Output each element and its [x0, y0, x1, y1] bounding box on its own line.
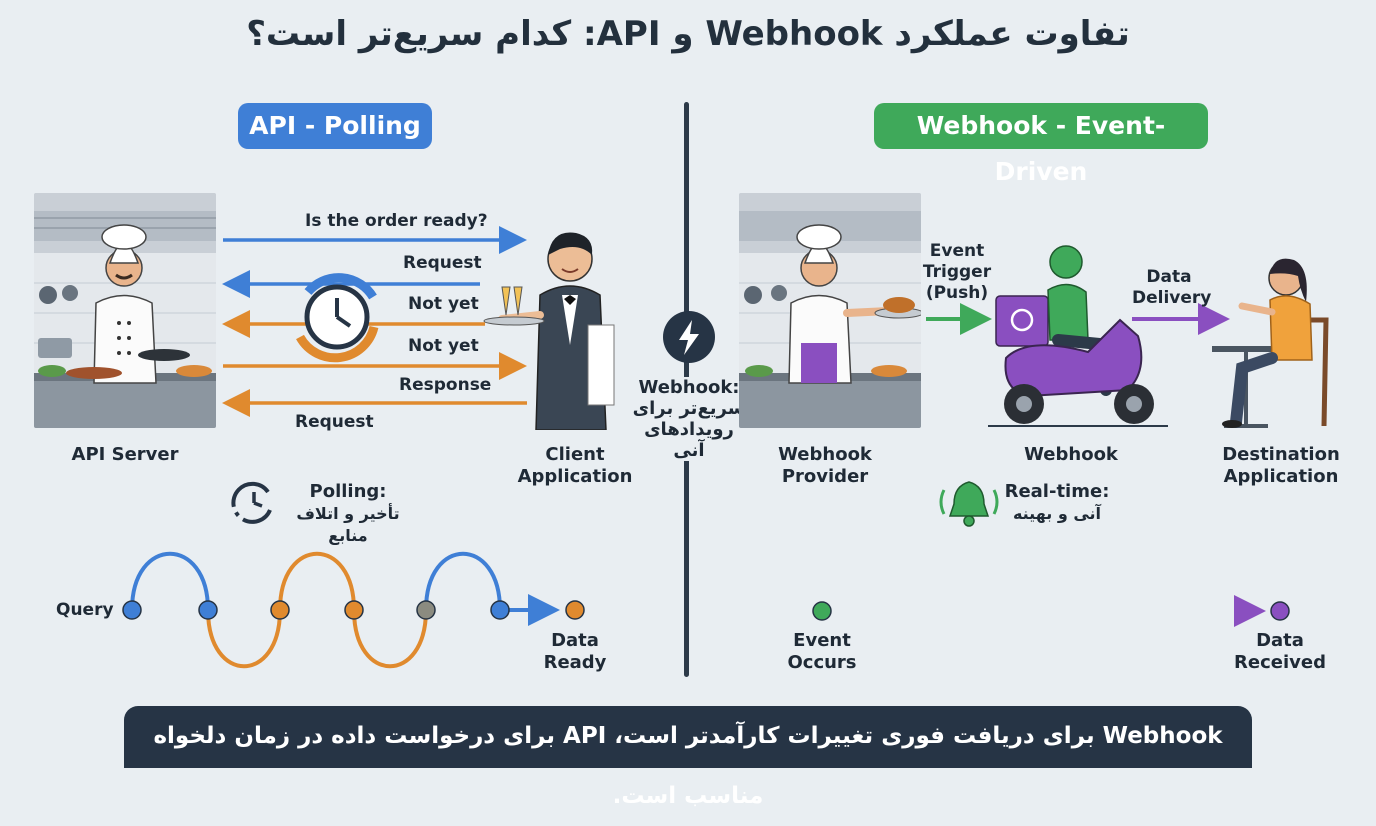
webhook-push-arrows [926, 303, 1230, 335]
clock-cycle-icon [296, 273, 379, 363]
webhook-label: Webhook [1024, 444, 1118, 465]
label-request-2: Request [295, 412, 374, 432]
waiter-illustration [483, 232, 615, 431]
polling-note-title: Polling: [309, 481, 387, 502]
destination-application-label: Destination Application [1216, 444, 1346, 488]
client-application-label: Client Application [510, 444, 640, 488]
realtime-note: Real-time: آنی و بهینه [1002, 481, 1112, 525]
data-received-label: Data Received [1230, 630, 1330, 674]
clock-delay-icon [231, 481, 272, 524]
center-note-line1: سریع‌تر برای [632, 398, 746, 419]
center-webhook-note: Webhook: سریع‌تر برای رویدادهای آنی [628, 377, 750, 461]
label-request-1: Request [403, 253, 482, 273]
center-note-title: Webhook: [638, 377, 740, 398]
client-label-line1: Client [545, 444, 605, 465]
event-trigger-label: Event Trigger (Push) [920, 241, 994, 304]
trigger-line3: (Push) [925, 283, 989, 303]
data-ready-line2: Ready [543, 652, 607, 673]
bell-icon [939, 481, 999, 527]
delivery-line1: Data [1146, 267, 1192, 287]
timeline-query-label: Query [56, 600, 114, 620]
timeline-data-ready-label: Data Ready [530, 630, 620, 674]
footer-summary: Webhook برای دریافت فوری تغییرات کارآمدت… [124, 706, 1252, 809]
realtime-note-text: آنی و بهینه [1012, 504, 1102, 523]
dest-line1: Destination [1222, 444, 1340, 465]
data-received-line2: Received [1234, 652, 1326, 673]
lightning-icon [663, 311, 715, 363]
client-application-scene [480, 215, 630, 431]
polling-arrows [222, 226, 527, 417]
event-timeline [812, 595, 1290, 627]
delivery-line2: Delivery [1132, 288, 1212, 308]
data-received-line1: Data [1256, 630, 1304, 651]
courier-scooter-illustration [988, 245, 1168, 427]
webhook-event-driven-badge: Webhook - Event-Driven [874, 103, 1208, 186]
client-label-line2: Application [517, 466, 633, 487]
page-title: تفاوت عملکرد Webhook و API: کدام سریع‌تر… [246, 14, 1130, 54]
webhook-provider-scene [739, 193, 921, 428]
event-occurs-line2: Occurs [787, 652, 857, 673]
polling-wave-timeline [122, 551, 585, 668]
webhook-provider-label: Webhook Provider [770, 444, 880, 488]
label-not-yet-1: Not yet [408, 294, 479, 314]
diner-illustration [1212, 258, 1329, 428]
center-note-line2: رویدادهای آنی [644, 419, 734, 461]
chef-illustration [34, 193, 216, 428]
data-ready-line1: Data [551, 630, 599, 651]
api-server-scene [34, 193, 216, 428]
polling-note: Polling: تأخیر و اتلاف منابع [280, 481, 416, 547]
label-is-order-ready: Is the order ready? [305, 211, 488, 231]
chef-provider-illustration [739, 193, 921, 428]
trigger-line1: Event [929, 241, 985, 261]
provider-line2: Provider [781, 466, 869, 487]
event-occurs-label: Event Occurs [776, 630, 868, 674]
dest-line2: Application [1223, 466, 1339, 487]
label-response: Response [399, 375, 492, 395]
api-server-label: API Server [71, 444, 179, 465]
event-occurs-line1: Event [793, 630, 851, 651]
realtime-note-title: Real-time: [1004, 481, 1110, 502]
api-polling-badge: API - Polling [238, 103, 432, 149]
trigger-line2: Trigger [922, 262, 992, 282]
provider-line1: Webhook [778, 444, 872, 465]
label-not-yet-2: Not yet [408, 336, 479, 356]
data-delivery-label: Data Delivery [1132, 267, 1212, 309]
polling-note-text: تأخیر و اتلاف منابع [296, 504, 400, 545]
